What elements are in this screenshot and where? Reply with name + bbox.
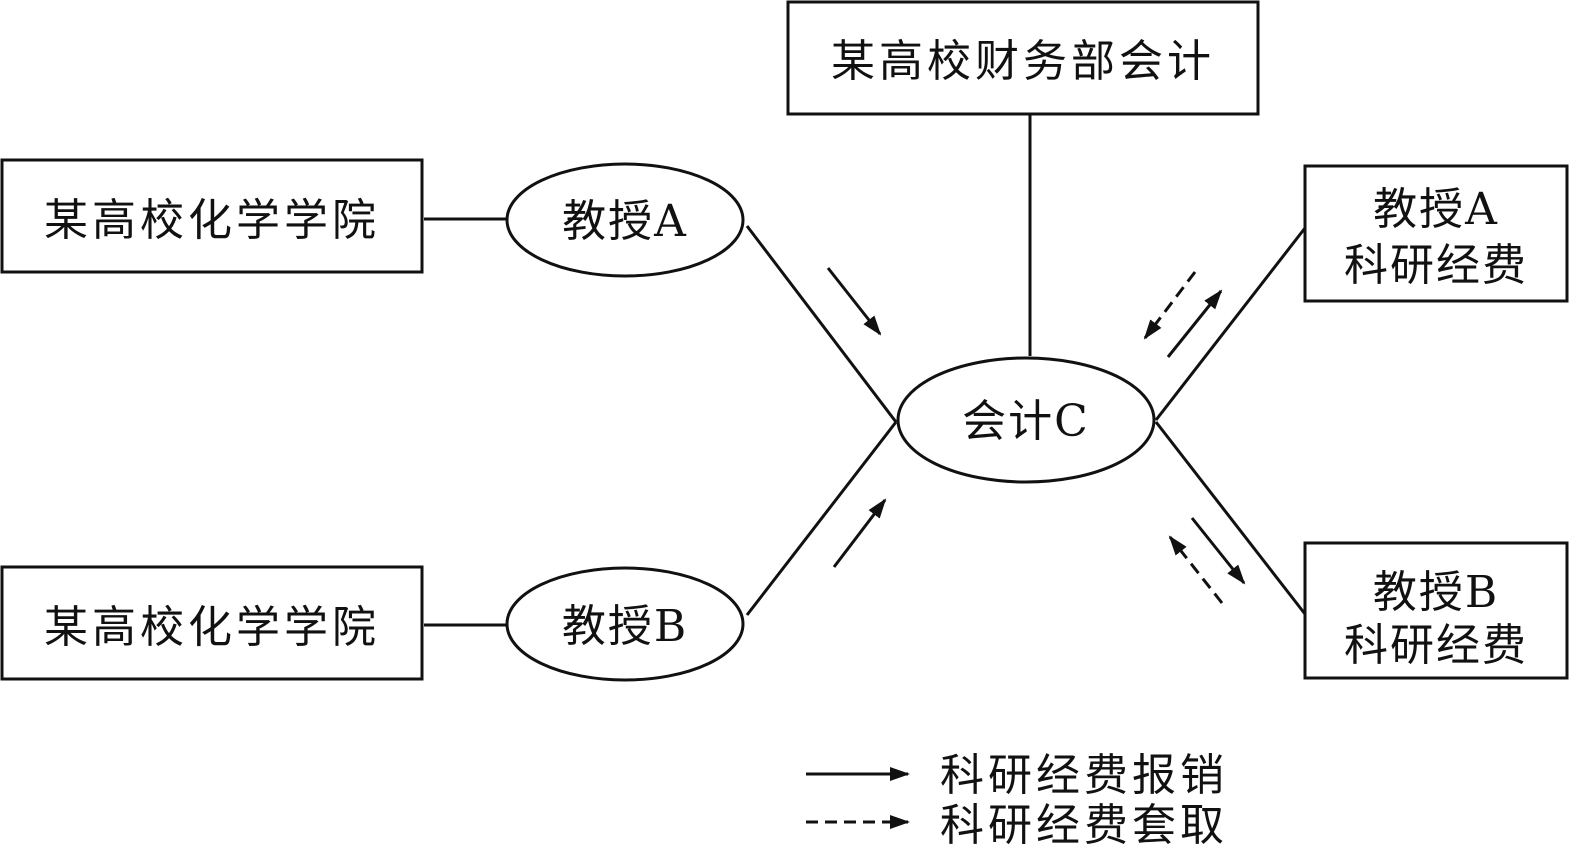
arrow-embezzle-fund-b-to-c (1168, 535, 1224, 604)
arrow-reimburse-b-to-c (832, 498, 887, 568)
prof-a-label: 教授A (562, 196, 688, 247)
arrow-reimburse-c-to-fund-b (1190, 517, 1246, 585)
arrow-embezzle-fund-a-to-c (1143, 271, 1197, 340)
legend-dashed-label: 科研经费套取 (940, 800, 1228, 851)
legend: 科研经费报销 科研经费套取 (806, 750, 1228, 851)
college-bottom-label: 某高校化学学院 (44, 602, 380, 653)
fund-a-box (1303, 164, 1569, 303)
connector-prof-b-to-c (745, 421, 898, 616)
legend-solid-label: 科研经费报销 (940, 750, 1228, 801)
connector-prof-a-to-c (745, 225, 898, 423)
accountant-c-label: 会计C (962, 396, 1090, 447)
connector-c-to-fund-a (1154, 227, 1307, 421)
prof-b-label: 教授B (562, 601, 688, 652)
finance-dept-box (786, 0, 1260, 116)
accountant-c-node (896, 356, 1156, 484)
fund-a-label-line1: 教授A (1373, 184, 1499, 235)
college-bottom-box (0, 565, 424, 681)
finance-dept-label: 某高校财务部会计 (831, 36, 1215, 87)
fund-b-label-line1: 教授B (1373, 567, 1499, 618)
college-top-label: 某高校化学学院 (44, 195, 380, 246)
arrow-reimburse-c-to-fund-a (1166, 289, 1223, 358)
prof-a-node (505, 162, 745, 278)
prof-b-node (505, 566, 745, 682)
connector-c-to-fund-b (1154, 421, 1307, 615)
fund-b-label-line2: 科研经费 (1344, 620, 1528, 671)
arrow-reimburse-a-to-c (826, 267, 882, 336)
college-top-box (0, 158, 424, 274)
fund-b-box (1303, 541, 1569, 680)
fund-a-label-line2: 科研经费 (1344, 240, 1528, 291)
